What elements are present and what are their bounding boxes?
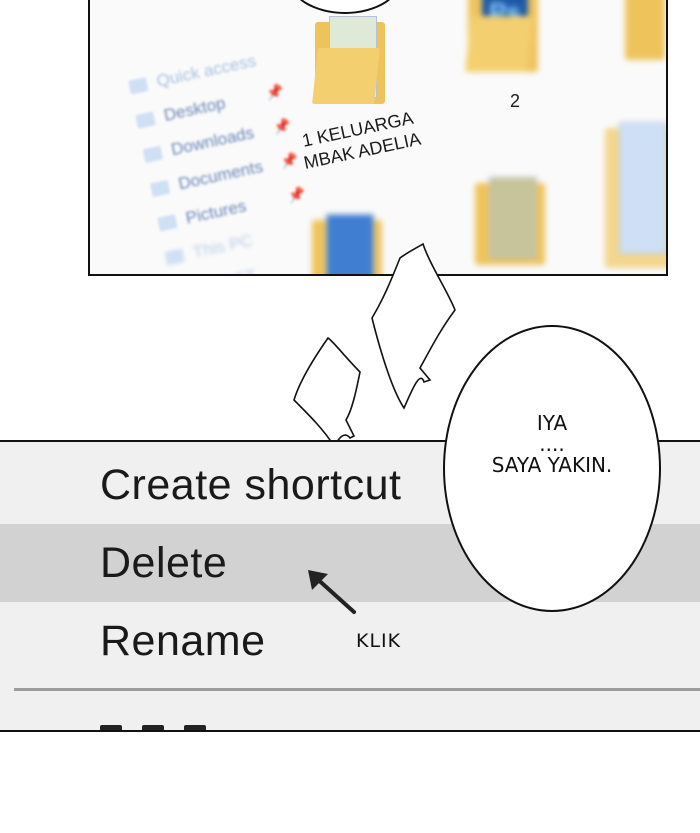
photoshop-folder[interactable]: Ps: [465, 0, 538, 72]
folder-number-label: 2: [509, 91, 520, 111]
menu-item-create-shortcut[interactable]: Create shortcut: [100, 460, 402, 509]
pin-icon: 📌: [264, 81, 285, 102]
star-icon: [127, 76, 149, 95]
floating-papers: [293, 242, 456, 448]
folder-right[interactable]: [605, 122, 666, 268]
speech-bubble: [443, 325, 661, 612]
folder-bottom-left[interactable]: [312, 214, 382, 274]
explorer-panel: Quick access Desktop 📌 Downloads 📌 Docum…: [88, 0, 668, 276]
menu-item-rename[interactable]: Rename: [100, 616, 266, 665]
cursor-arrow-icon: [308, 570, 356, 614]
speech-text: IYA .... SAYA YAKIN.: [491, 411, 613, 477]
pin-icon: 📌: [286, 184, 307, 204]
folder-top-right[interactable]: [625, 0, 665, 60]
documents-icon: [149, 179, 171, 197]
menu-item-properties-partial[interactable]: [100, 720, 260, 730]
paper-small: [293, 336, 361, 448]
family-folder[interactable]: [312, 16, 385, 104]
download-icon: [142, 145, 164, 163]
klik-annotation: KLIK: [356, 630, 402, 652]
desktop-icon: [135, 110, 156, 129]
pictures-icon: [157, 213, 178, 232]
menu-divider: [14, 688, 700, 691]
folder-bottom-middle[interactable]: [475, 177, 545, 265]
paper-large: [371, 242, 456, 410]
computer-icon: [164, 247, 185, 266]
